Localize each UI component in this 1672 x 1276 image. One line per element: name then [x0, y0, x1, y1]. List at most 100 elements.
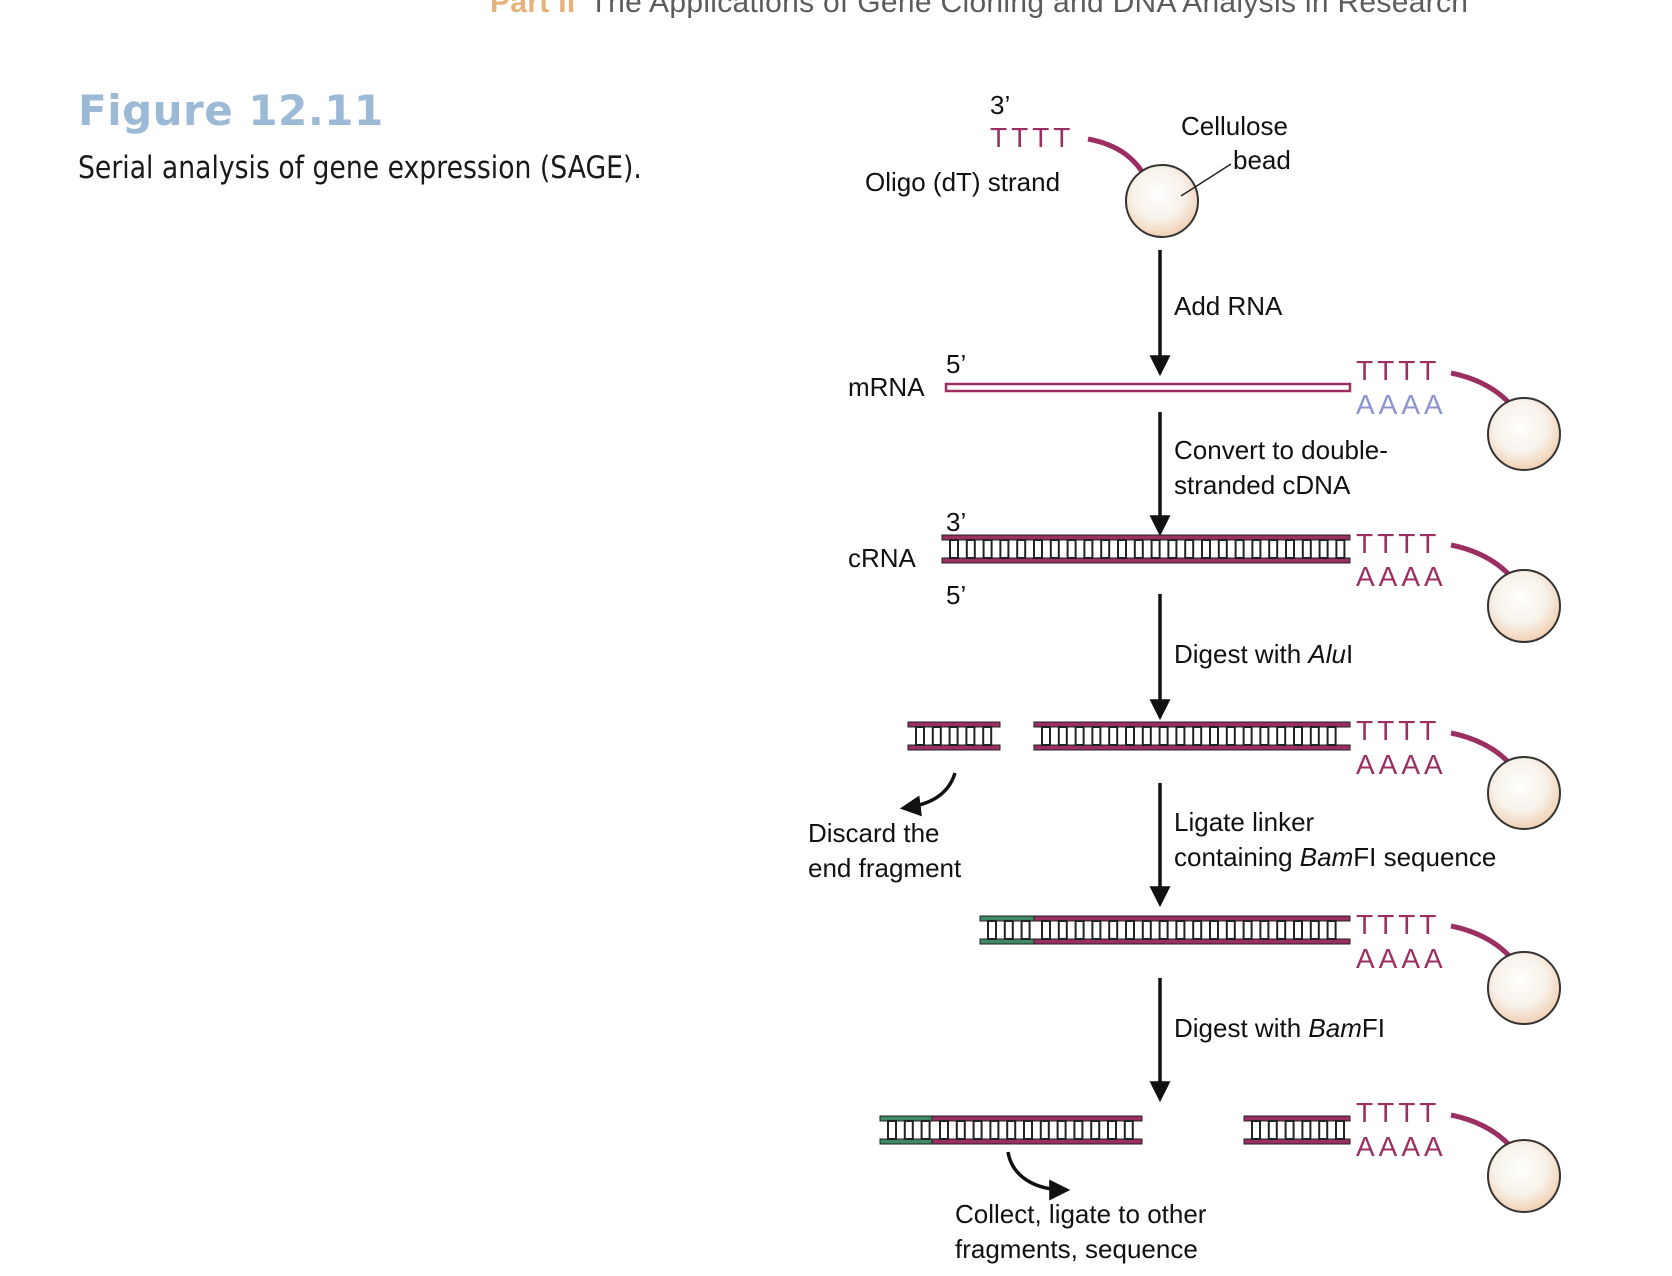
strand-bottom [941, 557, 1351, 564]
step-ligate-line2: containing BamFI sequence [1174, 842, 1496, 872]
step-convert-line1: Convert to double- [1174, 435, 1388, 465]
base-pair [1175, 920, 1186, 940]
bound-fragment [1243, 1115, 1351, 1145]
base-pair [1242, 920, 1253, 940]
oligo-tether [1087, 136, 1149, 180]
cdna-duplex [941, 534, 1351, 564]
base-pair [1217, 539, 1228, 559]
tttt-seq: TTTT [1356, 909, 1440, 940]
aaaa-seq: AAAA [1356, 943, 1447, 974]
header-part: Part II [490, 0, 576, 19]
base-pair [1326, 920, 1337, 940]
base-pair [920, 1120, 931, 1140]
base-pair [1056, 1120, 1067, 1140]
cellulose-bead [1487, 397, 1561, 471]
base-pair [1293, 920, 1303, 940]
collect-label-line1: Collect, ligate to other [955, 1199, 1207, 1229]
strand-top [1033, 915, 1351, 922]
bound-fragment [1033, 915, 1351, 945]
base-pair [1209, 920, 1219, 940]
crna-label: cRNA [848, 543, 917, 573]
base-pair [931, 726, 942, 746]
base-pair [939, 1120, 949, 1140]
base-pair [1251, 1120, 1261, 1140]
step-add-rna: Add RNA [1174, 291, 1283, 321]
bound-fragment [1033, 721, 1351, 751]
aaaa-seq: AAAA [1356, 561, 1447, 592]
base-pair [999, 539, 1010, 559]
base-pair [1108, 726, 1119, 746]
bead-pointer-line [1180, 163, 1232, 197]
strand-bottom [1033, 938, 1351, 945]
base-pair [1309, 726, 1320, 746]
base-pair [1192, 920, 1203, 940]
tttt-seq: TTTT [1356, 1097, 1440, 1128]
base-pair [1267, 1120, 1278, 1140]
base-pair [915, 726, 925, 746]
discard-label-line2: end fragment [808, 853, 962, 883]
base-pair [1268, 539, 1279, 559]
base-pair [948, 726, 959, 746]
base-pair [1318, 539, 1329, 559]
base-pair [1309, 920, 1320, 940]
base-pair [1006, 1120, 1017, 1140]
base-pair [1141, 726, 1152, 746]
base-pair [982, 539, 993, 559]
figure-number: Figure 12.11 [78, 86, 384, 135]
base-pair [1074, 920, 1085, 940]
base-pair [1285, 539, 1295, 559]
strand-top [1033, 721, 1351, 728]
linker-segment [979, 915, 1041, 945]
strand-top [1243, 1115, 1351, 1122]
base-pair [1039, 1120, 1050, 1140]
tag-fragment [931, 1115, 1143, 1145]
base-pair [1125, 726, 1135, 746]
base-pair [1108, 920, 1119, 940]
stage-alu-digest: Discard the end fragment TTTT AAAA [808, 715, 1561, 883]
cellulose-bead [1487, 756, 1561, 830]
base-pair [1301, 1120, 1312, 1140]
collect-label-line2: fragments, sequence [955, 1234, 1198, 1264]
base-pair [1107, 1120, 1117, 1140]
base-pair [1259, 920, 1270, 940]
base-pair [1225, 920, 1236, 940]
strand-bottom [931, 1138, 1143, 1145]
stage-linker: TTTT AAAA [979, 909, 1561, 1025]
base-pair [1335, 1120, 1345, 1140]
base-pair [1033, 539, 1043, 559]
base-pair [987, 920, 997, 940]
strand-bottom [1033, 744, 1351, 751]
five-prime-label: 5’ [946, 349, 966, 379]
step-digest-alu: Digest with AluI [1174, 639, 1353, 669]
step-arrows: Add RNA Convert to double- stranded cDNA… [1149, 250, 1496, 1103]
collect-arrow [1006, 1151, 1071, 1201]
base-pair [1091, 920, 1102, 940]
base-pair [1041, 726, 1051, 746]
oligo-strand-label: Oligo (dT) strand [865, 167, 1060, 197]
base-pair [1073, 1120, 1084, 1140]
base-pair [1100, 539, 1111, 559]
step-digest-bam: Digest with BamFI [1174, 1013, 1385, 1043]
base-pair [1326, 726, 1337, 746]
cellulose-bead [1487, 951, 1561, 1025]
base-pair [1209, 726, 1219, 746]
base-pair [887, 1120, 897, 1140]
base-pair [1091, 726, 1102, 746]
base-pair [1276, 920, 1287, 940]
base-pair [1242, 726, 1253, 746]
base-pair [1251, 539, 1262, 559]
strand-top [941, 534, 1351, 541]
step-ligate-line1: Ligate linker [1174, 807, 1315, 837]
base-pair [1023, 1120, 1033, 1140]
base-pair [1123, 1120, 1134, 1140]
tttt-seq: TTTT [1356, 528, 1440, 559]
cellulose-bead [1487, 1139, 1561, 1213]
base-pair [1201, 539, 1211, 559]
base-pair [1234, 539, 1245, 559]
base-pair [955, 1120, 966, 1140]
stage-mrna: 5’ mRNA TTTT AAAA [848, 349, 1561, 471]
header-title: The Applications of Gene Cloning and DNA… [589, 0, 1469, 19]
stage-bead: 3’ TTTT Oligo (dT) strand Cellulose bead [865, 90, 1291, 238]
base-pair [1158, 726, 1169, 746]
